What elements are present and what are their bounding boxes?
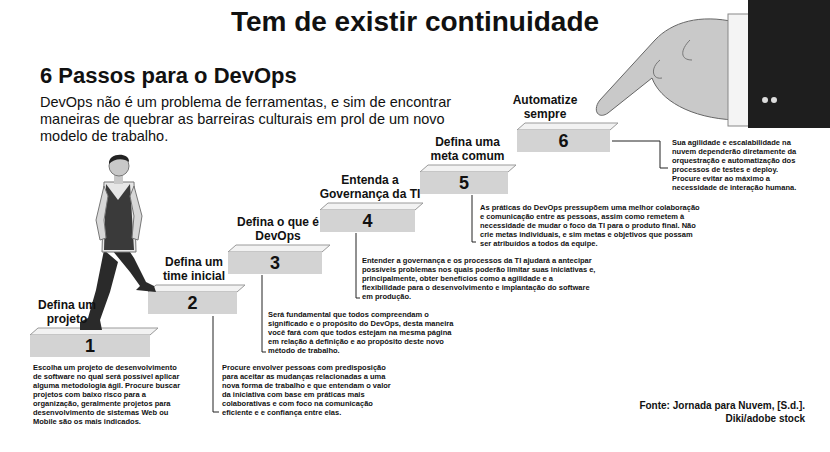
subtitle: 6 Passos para o DevOps xyxy=(40,63,460,89)
step-heading: Defina uma meta comum xyxy=(420,135,515,163)
step-number: 1 xyxy=(30,335,150,356)
step-box: Defina uma meta comum5 xyxy=(420,172,508,194)
intro-text: DevOps não é um problema de ferramentas,… xyxy=(40,94,465,145)
pointing-hand xyxy=(596,0,830,128)
step-description: Será fundamental que todos compreendam o… xyxy=(268,310,454,355)
step-box: Defina um projeto1 xyxy=(30,335,150,357)
source-note: Fonte: Jornada para Nuvem, [S.d.]. Diki/… xyxy=(598,399,805,425)
step-description: Procure envolver pessoas com predisposiç… xyxy=(222,363,394,417)
step-heading: Defina um time inicial xyxy=(154,255,234,283)
step-heading: Entenda a Governança da TI xyxy=(310,173,430,201)
step-heading: Defina o que é DevOps xyxy=(232,215,324,243)
step-box: Automatize sempre6 xyxy=(517,130,610,152)
step-heading: Defina um projeto xyxy=(28,298,106,326)
step-number: 4 xyxy=(320,210,415,231)
diagram-title: Tem de existir continuidade xyxy=(0,6,830,38)
step-number: 2 xyxy=(148,292,237,313)
step-number: 3 xyxy=(228,252,322,273)
step-description: As práticas do DevOps pressupõem uma mel… xyxy=(480,203,702,248)
step-number: 6 xyxy=(517,130,610,151)
step-box: Defina o que é DevOps3 xyxy=(228,252,322,274)
step-description: Sua agilidade e escalabilidade na nuvem … xyxy=(672,138,804,192)
step-description: Escolha um projeto de desenvolvimento de… xyxy=(33,363,183,426)
step-number: 5 xyxy=(420,172,508,193)
step-heading: Automatize sempre xyxy=(505,93,585,121)
step-box: Entenda a Governança da TI4 xyxy=(320,210,415,232)
step-description: Entender a governança e os processos da … xyxy=(362,256,598,301)
step-box: Defina um time inicial2 xyxy=(148,292,237,314)
